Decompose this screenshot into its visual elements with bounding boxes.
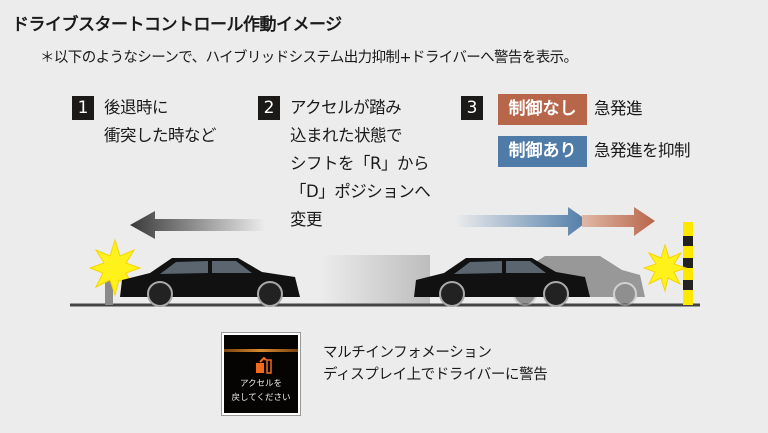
text-line: 込まれた状態で <box>290 126 403 145</box>
scenario-1-text: 後退時に 衝突した時など <box>104 94 217 150</box>
text-line: 衝突した時など <box>104 126 217 145</box>
left-pole <box>105 270 113 305</box>
with-control-text: 急発進を抑制 <box>594 141 691 160</box>
scenario-number-3: 3 <box>461 96 483 120</box>
striped-pole <box>683 222 693 305</box>
with-control-badge: 制御あり <box>498 136 587 167</box>
motion-blur <box>320 255 430 305</box>
scenario-2-text: アクセルが踏み 込まれた状態で シフトを「R」から 「D」ポジションへ 変更 <box>290 94 431 234</box>
text-line: シフトを「R」から <box>290 154 429 173</box>
impact-right-icon <box>642 243 688 293</box>
display-caption: マルチインフォメーション ディスプレイ上でドライバーに警告 <box>323 342 548 386</box>
text-line: アクセルを <box>239 379 283 389</box>
car-right <box>414 258 590 307</box>
scenario-number-2: 2 <box>258 96 280 120</box>
text-line: 「D」ポジションへ <box>290 182 431 201</box>
text-line: ディスプレイ上でドライバーに警告 <box>323 367 548 383</box>
display-bar <box>224 349 298 352</box>
no-control-text: 急発進 <box>594 99 643 118</box>
text-line: 後退時に <box>104 98 169 117</box>
multi-info-display: アクセルを 戻してください <box>222 333 300 415</box>
right-arrow-blue-icon <box>455 207 588 236</box>
accelerator-warning-icon <box>256 357 272 374</box>
text-line: 変更 <box>290 210 323 229</box>
left-arrow-icon <box>130 211 265 239</box>
right-arrow-orange-icon <box>582 207 655 236</box>
scenario-number-1: 1 <box>72 96 94 120</box>
text-line: アクセルが踏み <box>290 98 402 117</box>
text-line: マルチインフォメーション <box>323 345 492 361</box>
page-title: ドライブスタートコントロール作動イメージ <box>12 15 342 35</box>
car-left <box>120 258 300 307</box>
subtitle: ＊以下のようなシーンで、ハイブリッドシステム出力抑制+ドライバーへ警告を表示。 <box>40 50 578 66</box>
scene-illustration <box>70 207 700 307</box>
display-message: アクセルを 戻してください <box>224 377 298 405</box>
text-line: 戻してください <box>231 393 291 403</box>
no-control-badge: 制御なし <box>498 94 587 125</box>
